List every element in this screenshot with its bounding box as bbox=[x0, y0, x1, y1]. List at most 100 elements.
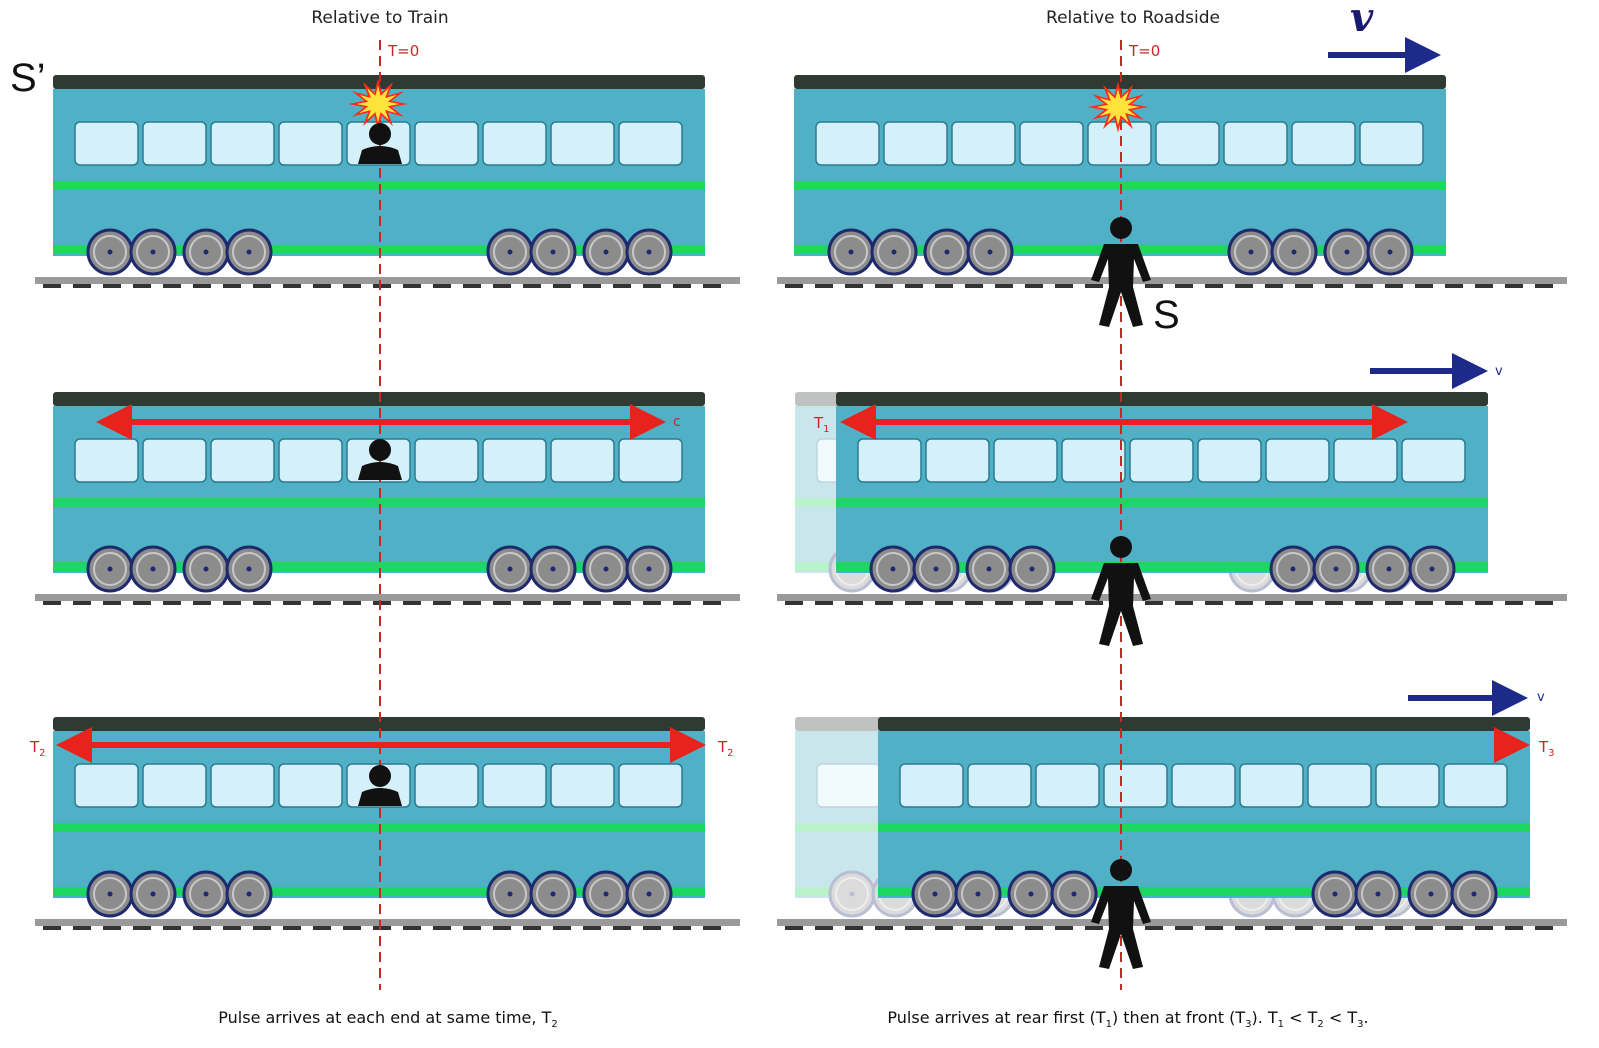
rail-tie bbox=[343, 926, 361, 930]
car-window bbox=[1156, 122, 1219, 165]
car-window bbox=[1104, 764, 1167, 807]
car-window bbox=[858, 439, 921, 482]
wheel-hub bbox=[551, 250, 556, 255]
rail-tie bbox=[1355, 284, 1373, 288]
rail-tie bbox=[1295, 601, 1313, 605]
rail-tie bbox=[613, 926, 631, 930]
rail-tie bbox=[905, 926, 923, 930]
rail-tie bbox=[583, 284, 601, 288]
pulse-time-t2-rear-label: T2 bbox=[30, 738, 46, 756]
rail-tie bbox=[1535, 601, 1553, 605]
rail-tie bbox=[493, 926, 511, 930]
rail-tie bbox=[1055, 601, 1073, 605]
rail-tie bbox=[673, 601, 691, 605]
car-window bbox=[483, 439, 546, 482]
wheel-hub bbox=[1376, 892, 1381, 897]
wheel-hub bbox=[1291, 567, 1296, 572]
wheel-hub bbox=[1333, 892, 1338, 897]
rail-tie bbox=[935, 926, 953, 930]
wheel-hub bbox=[892, 250, 897, 255]
rail-tie bbox=[193, 926, 211, 930]
rail-tie bbox=[673, 926, 691, 930]
car-window bbox=[211, 439, 274, 482]
wheel-hub bbox=[108, 892, 113, 897]
rail-tie bbox=[1235, 926, 1253, 930]
wheel-hub bbox=[247, 567, 252, 572]
rail-tie bbox=[875, 926, 893, 930]
rail-tie bbox=[815, 926, 833, 930]
ground-frame-label: S bbox=[1153, 293, 1180, 338]
rail-tie bbox=[1475, 926, 1493, 930]
wheel-hub bbox=[551, 567, 556, 572]
rail-tie bbox=[1265, 926, 1283, 930]
rail-tie bbox=[1415, 926, 1433, 930]
car-window bbox=[900, 764, 963, 807]
car-window bbox=[551, 122, 614, 165]
rail-track bbox=[35, 594, 740, 605]
right-caption: Pulse arrives at rear first (T1) then at… bbox=[887, 1008, 1368, 1027]
wheel-hub bbox=[247, 892, 252, 897]
rail-track bbox=[777, 594, 1567, 605]
rail-tie bbox=[613, 284, 631, 288]
velocity-main-label: v bbox=[1350, 0, 1373, 41]
rail-tie bbox=[373, 601, 391, 605]
rail-tie bbox=[1535, 284, 1553, 288]
rail-tie bbox=[583, 926, 601, 930]
wheel-hub bbox=[1072, 892, 1077, 897]
rail-tie bbox=[313, 601, 331, 605]
car-window bbox=[619, 439, 682, 482]
rail bbox=[777, 277, 1567, 284]
rail-tie bbox=[73, 926, 91, 930]
rail-tie bbox=[583, 601, 601, 605]
rail-tie bbox=[103, 284, 121, 288]
rail-track bbox=[35, 919, 740, 930]
car-window bbox=[994, 439, 1057, 482]
car-window bbox=[75, 764, 138, 807]
wheel-hub bbox=[1030, 567, 1035, 572]
wheel-hub bbox=[891, 567, 896, 572]
rail-tie bbox=[875, 284, 893, 288]
rail bbox=[777, 594, 1567, 601]
rail-tie bbox=[163, 926, 181, 930]
rail-tie bbox=[845, 926, 863, 930]
wheel-hub bbox=[1249, 250, 1254, 255]
train-frame-label: S’ bbox=[10, 56, 46, 101]
rail-tie bbox=[1355, 601, 1373, 605]
rail-tie bbox=[875, 601, 893, 605]
car-roof bbox=[878, 717, 1530, 731]
rail-tie bbox=[1415, 601, 1433, 605]
wheel-hub bbox=[604, 567, 609, 572]
rail-tie bbox=[1235, 601, 1253, 605]
wheel-hub bbox=[604, 250, 609, 255]
wheel-hub bbox=[647, 892, 652, 897]
rail-tie bbox=[223, 926, 241, 930]
car-window bbox=[483, 122, 546, 165]
car-window bbox=[1444, 764, 1507, 807]
rail-tie bbox=[1325, 926, 1343, 930]
car-window bbox=[1088, 122, 1151, 165]
rail-tie bbox=[283, 284, 301, 288]
car-window bbox=[483, 764, 546, 807]
person-head bbox=[1110, 859, 1132, 881]
rail-tie bbox=[995, 601, 1013, 605]
rail-tie bbox=[965, 284, 983, 288]
wheel-hub bbox=[551, 892, 556, 897]
rail-tie bbox=[1445, 601, 1463, 605]
car-window bbox=[1266, 439, 1329, 482]
person-head bbox=[369, 439, 391, 461]
rail-tie bbox=[463, 926, 481, 930]
rail-tie bbox=[1175, 601, 1193, 605]
rail-tie bbox=[703, 284, 721, 288]
rail-tie bbox=[785, 601, 803, 605]
rail-tie bbox=[1145, 601, 1163, 605]
wheel-hub bbox=[204, 250, 209, 255]
car-window bbox=[1308, 764, 1371, 807]
rail-tie bbox=[403, 926, 421, 930]
wheel-hub bbox=[647, 250, 652, 255]
car-window bbox=[816, 122, 879, 165]
rail-tie bbox=[343, 601, 361, 605]
car-window bbox=[1402, 439, 1465, 482]
rail-tie bbox=[1055, 284, 1073, 288]
rail-tie bbox=[553, 284, 571, 288]
